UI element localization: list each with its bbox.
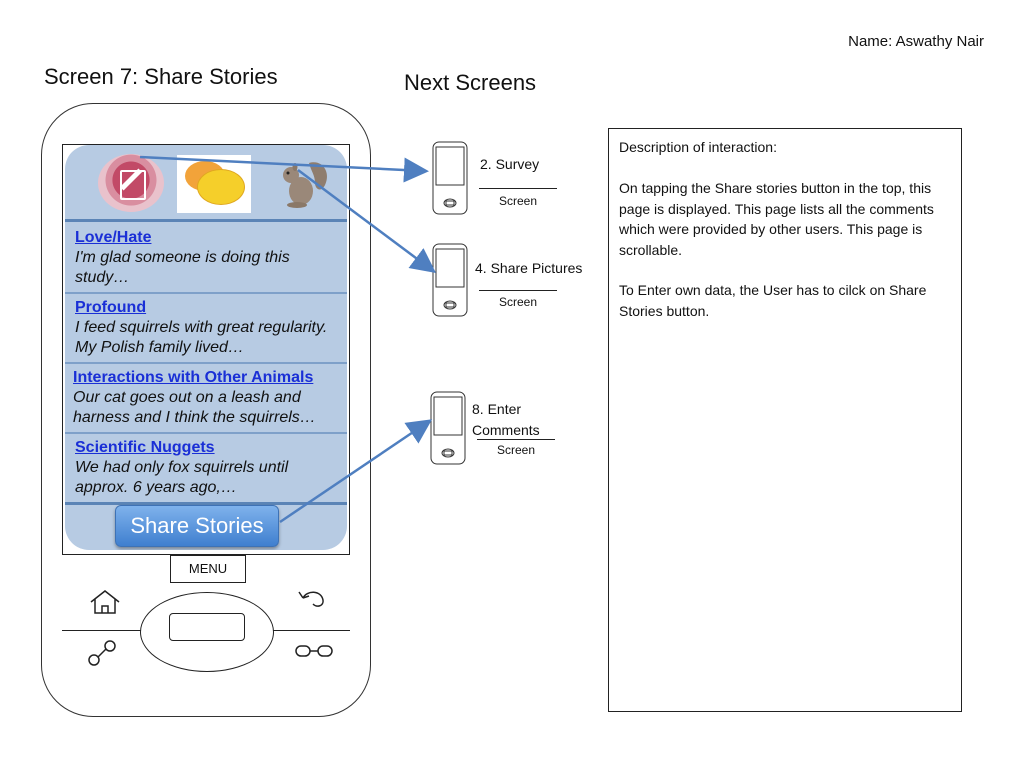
next-screen-label: 2. Survey [480, 156, 540, 172]
description-panel: Description of interaction: On tapping t… [608, 128, 962, 712]
share-stories-button[interactable]: Share Stories [115, 505, 279, 547]
description-paragraph: On tapping the Share stories button in t… [619, 180, 934, 258]
arrow-to-enter-comments [279, 419, 433, 524]
app-toolbar [65, 145, 347, 222]
chat-bubbles-icon[interactable] [177, 155, 251, 213]
arrow-to-survey [139, 155, 429, 183]
story-category-link[interactable]: Scientific Nuggets [75, 439, 215, 456]
story-excerpt: Our cat goes out on a leash and harness … [73, 389, 316, 426]
menu-key[interactable]: MENU [170, 555, 246, 583]
arrow-to-share-pictures [297, 168, 437, 273]
underline [477, 439, 555, 440]
share-stories-app: Love/Hate I'm glad someone is doing this… [65, 145, 347, 550]
next-screen-sub: Screen [497, 443, 536, 457]
description-title: Description of interaction: [619, 139, 777, 155]
divider-line [268, 630, 350, 631]
story-category-link[interactable]: Interactions with Other Animals [73, 369, 314, 386]
underline [479, 188, 557, 189]
list-item[interactable]: Profound I feed squirrels with great reg… [65, 294, 347, 364]
story-excerpt: We had only fox squirrels until approx. … [75, 459, 289, 496]
mini-phone-icon [430, 391, 466, 465]
back-icon[interactable] [295, 588, 329, 616]
list-item[interactable]: Scientific Nuggets We had only fox squir… [65, 434, 347, 505]
mini-phone-icon [432, 141, 468, 215]
phone-display: Love/Hate I'm glad someone is doing this… [62, 144, 350, 555]
list-item[interactable]: Interactions with Other Animals Our cat … [65, 364, 347, 434]
story-excerpt: I feed squirrels with great regularity. … [75, 319, 328, 356]
next-screen-label: Comments [472, 422, 540, 438]
next-screens-title: Next Screens [404, 70, 537, 95]
screen-title: Screen 7: Share Stories [44, 64, 278, 89]
squirrel-icon[interactable] [275, 155, 331, 211]
next-screen-sub: Screen [499, 194, 538, 208]
chat-bubble-front [197, 169, 245, 205]
next-screen-sub: Screen [499, 295, 538, 309]
list-item[interactable]: Love/Hate I'm glad someone is doing this… [65, 224, 347, 294]
mini-phone-icon [432, 243, 468, 317]
share-story-icon[interactable] [98, 154, 164, 212]
story-category-link[interactable]: Love/Hate [75, 229, 152, 246]
next-screen-label: 4. Share Pictures [475, 260, 583, 276]
underline [479, 290, 557, 291]
author-name: Name: Aswathy Nair [848, 33, 984, 50]
divider-line [62, 630, 144, 631]
search-icon[interactable] [84, 636, 120, 668]
home-icon[interactable] [88, 588, 122, 616]
stories-list[interactable]: Love/Hate I'm glad someone is doing this… [65, 224, 347, 505]
next-screen-label: 8. Enter [472, 401, 522, 417]
glasses-icon[interactable] [293, 640, 335, 662]
dpad-center-button[interactable] [169, 613, 245, 641]
description-paragraph: To Enter own data, the User has to cilck… [619, 282, 927, 319]
story-excerpt: I'm glad someone is doing this study… [75, 249, 290, 286]
story-category-link[interactable]: Profound [75, 299, 147, 316]
